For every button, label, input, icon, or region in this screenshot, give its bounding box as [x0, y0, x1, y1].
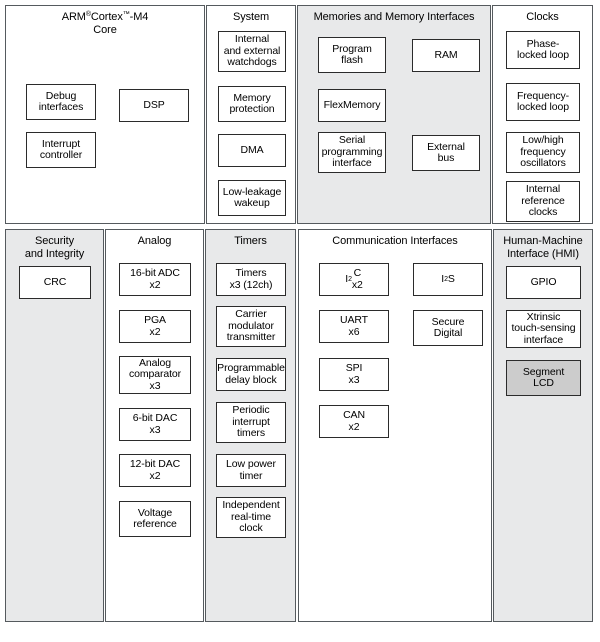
panel-analog[interactable]: Analog 16-bit ADC x2 PGA x2 Analog compa…: [105, 229, 204, 622]
block-watchdogs[interactable]: Internal and external watchdogs: [218, 31, 286, 72]
block-debug-interfaces[interactable]: Debug interfaces: [26, 84, 96, 120]
block-dsp[interactable]: DSP: [119, 89, 189, 122]
panel-timers-title: Timers: [234, 235, 267, 247]
block-periodic-interrupt-timers[interactable]: Periodic interrupt timers: [216, 402, 286, 443]
block-dma[interactable]: DMA: [218, 134, 286, 167]
panel-memories-title: Memories and Memory Interfaces: [313, 11, 475, 23]
block-secure-digital[interactable]: Secure Digital: [413, 310, 483, 346]
block-carrier-modulator-transmitter[interactable]: Carrier modulator transmitter: [216, 306, 286, 347]
block-low-power-timer[interactable]: Low power timer: [216, 454, 286, 487]
block-ram[interactable]: RAM: [412, 39, 480, 72]
panel-system-title: System: [232, 11, 270, 23]
block-phase-locked-loop[interactable]: Phase- locked loop: [506, 31, 580, 69]
block-spi[interactable]: SPI x3: [319, 358, 389, 391]
block-timers-x3[interactable]: Timers x3 (12ch): [216, 263, 286, 296]
block-internal-reference-clocks[interactable]: Internal reference clocks: [506, 181, 580, 222]
panel-clocks-title: Clocks: [526, 11, 559, 23]
panel-system[interactable]: System Internal and external watchdogs M…: [206, 5, 296, 224]
block-gpio[interactable]: GPIO: [506, 266, 581, 299]
block-low-leakage-wakeup[interactable]: Low-leakage wakeup: [218, 180, 286, 216]
panel-hmi-title: Human-Machine Interface (HMI): [503, 235, 583, 260]
block-flexmemory[interactable]: FlexMemory: [318, 89, 386, 122]
block-xtrinsic-touch-sensing-interface[interactable]: Xtrinsic touch-sensing interface: [506, 310, 581, 348]
block-memory-protection[interactable]: Memory protection: [218, 86, 286, 122]
panel-hmi[interactable]: Human-Machine Interface (HMI) GPIO Xtrin…: [493, 229, 593, 622]
block-crc[interactable]: CRC: [19, 266, 91, 299]
panel-analog-title: Analog: [137, 235, 172, 247]
block-frequency-locked-loop[interactable]: Frequency- locked loop: [506, 83, 580, 121]
block-adc-16bit[interactable]: 16-bit ADC x2: [119, 263, 191, 296]
block-analog-comparator[interactable]: Analog comparator x3: [119, 356, 191, 394]
block-low-high-frequency-oscillators[interactable]: Low/high frequency oscillators: [506, 132, 580, 173]
block-voltage-reference[interactable]: Voltage reference: [119, 501, 191, 537]
block-programmable-delay-block[interactable]: Programmable delay block: [216, 358, 286, 391]
block-serial-programming-interface[interactable]: Serial programming interface: [318, 132, 386, 173]
block-interrupt-controller[interactable]: Interrupt controller: [26, 132, 96, 168]
panel-communication-interfaces-title: Communication Interfaces: [332, 235, 458, 247]
block-dac-12bit[interactable]: 12-bit DAC x2: [119, 454, 191, 487]
block-segment-lcd[interactable]: Segment LCD: [506, 360, 581, 396]
panel-clocks[interactable]: Clocks Phase- locked loop Frequency- loc…: [492, 5, 593, 224]
block-can[interactable]: CAN x2: [319, 405, 389, 438]
block-external-bus[interactable]: External bus: [412, 135, 480, 171]
block-dac-6bit[interactable]: 6-bit DAC x3: [119, 408, 191, 441]
block-program-flash[interactable]: Program flash: [318, 37, 386, 73]
panel-timers[interactable]: Timers Timers x3 (12ch) Carrier modulato…: [205, 229, 296, 622]
block-uart[interactable]: UART x6: [319, 310, 389, 343]
panel-security-integrity-title: Security and Integrity: [24, 235, 85, 260]
block-independent-real-time-clock[interactable]: Independent real-time clock: [216, 497, 286, 538]
panel-security-integrity[interactable]: Security and Integrity CRC: [5, 229, 104, 622]
block-pga[interactable]: PGA x2: [119, 310, 191, 343]
panel-memories[interactable]: Memories and Memory Interfaces Program f…: [297, 5, 491, 224]
